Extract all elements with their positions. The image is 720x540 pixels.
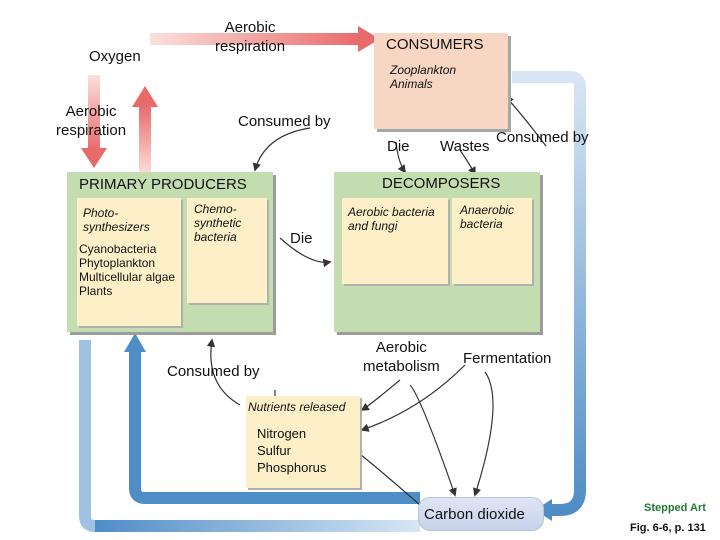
blue-loop-left (79, 333, 420, 532)
photosynthesizers-label: Photo- synthesizers (83, 206, 150, 234)
aerobic-decomposers-box: Aerobic bacteria and fungi (342, 198, 448, 284)
chemosynthetic-label: Chemo- synthetic bacteria (194, 202, 242, 244)
primary-producers-box: PRIMARY PRODUCERS Photo- synthesizers Cy… (67, 172, 273, 332)
die-producers-label: Die (290, 230, 313, 247)
nutrients-title: Nutrients released (248, 400, 346, 414)
stepped-art-credit: Stepped Art (644, 502, 706, 514)
carbon-dioxide-label: Carbon dioxide (424, 506, 525, 523)
photosynthesizers-box: Photo- synthesizers Cyanobacteria Phytop… (77, 198, 181, 326)
carbon-dioxide-node: Carbon dioxide (418, 497, 544, 531)
aerobic-respiration-top-label: Aerobic respiration (215, 19, 286, 55)
red-arrow-down (81, 75, 107, 168)
decomposers-title: DECOMPOSERS (382, 175, 501, 192)
fermentation-label: Fermentation (463, 350, 552, 367)
consumed-by-top-label: Consumed by (238, 113, 331, 130)
consumed-by-right-label: Consumed by (496, 129, 589, 146)
die-consumers-label: Die (387, 138, 410, 155)
anaerobic-decomposers-label: Anaerobic bacteria (460, 203, 515, 231)
red-arrow-up (132, 86, 158, 175)
figure-credit: Fig. 6-6, p. 131 (630, 522, 706, 534)
aerobic-metabolism-label: Aerobic metabolism (363, 339, 440, 375)
primary-producers-title: PRIMARY PRODUCERS (79, 176, 247, 193)
red-arrow-to-consumers (150, 26, 380, 52)
wastes-label: Wastes (440, 138, 490, 155)
oxygen-label: Oxygen (89, 48, 141, 65)
decomposers-box: DECOMPOSERS Aerobic bacteria and fungi A… (334, 172, 540, 332)
anaerobic-decomposers-box: Anaerobic bacteria (452, 198, 532, 284)
consumers-title: CONSUMERS (386, 36, 484, 53)
consumers-members: Zooplankton Animals (390, 63, 457, 91)
consumers-box: CONSUMERS Zooplankton Animals (374, 33, 508, 129)
aerobic-decomposers-label: Aerobic bacteria and fungi (348, 205, 435, 233)
nutrients-box: Nutrients released Nitrogen Sulfur Phosp… (246, 396, 360, 488)
nutrients-list: Nitrogen Sulfur Phosphorus (257, 426, 327, 475)
photosynthesizer-list: Cyanobacteria Phytoplankton Multicellula… (79, 242, 176, 298)
consumed-by-bottom-label: Consumed by (167, 363, 260, 380)
chemosynthetic-box: Chemo- synthetic bacteria (187, 198, 267, 303)
aerobic-respiration-left-label: Aerobic respiration (56, 103, 127, 139)
